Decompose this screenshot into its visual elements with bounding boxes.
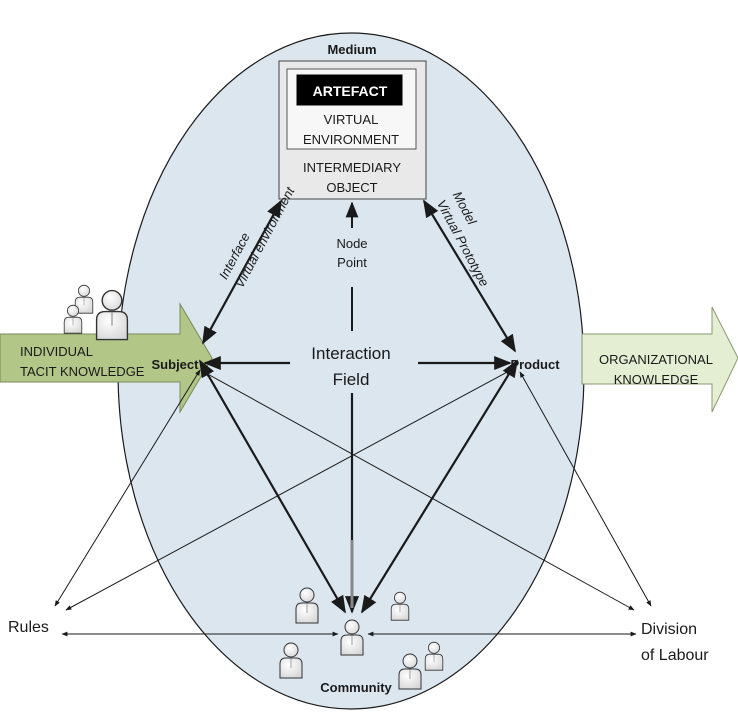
medium-label: Medium <box>327 42 376 57</box>
intermediary-line1: INTERMEDIARY <box>303 160 401 175</box>
interface-arrow <box>202 199 282 345</box>
model-arrow <box>423 199 516 353</box>
organizational-line2: KNOWLEDGE <box>614 372 699 387</box>
product-label: Product <box>510 357 560 372</box>
organizational-line1: ORGANIZATIONAL <box>599 352 713 367</box>
artefact-box <box>296 74 403 106</box>
interaction-field-line1: Interaction <box>311 344 390 363</box>
interaction-field-line2: Field <box>333 370 370 389</box>
artefact-label: ARTEFACT <box>313 83 388 99</box>
division-line2: of Labour <box>641 647 709 664</box>
virtual-environment-line2: ENVIRONMENT <box>303 132 399 147</box>
division-line1: Division <box>641 621 697 638</box>
individual-line2: TACIT KNOWLEDGE <box>20 364 145 379</box>
community-label: Community <box>320 680 392 695</box>
node-point-line1: Node <box>336 236 367 251</box>
node-point-line2: Point <box>337 255 367 270</box>
intermediary-line2: OBJECT <box>326 180 377 195</box>
subject-label: Subject <box>152 357 200 372</box>
product-division-arrow <box>519 371 652 607</box>
rules-label: Rules <box>8 619 49 636</box>
subject-people-icon <box>63 284 129 341</box>
individual-line1: INDIVIDUAL <box>20 344 93 359</box>
virtual-environment-line1: VIRTUAL <box>324 112 379 127</box>
